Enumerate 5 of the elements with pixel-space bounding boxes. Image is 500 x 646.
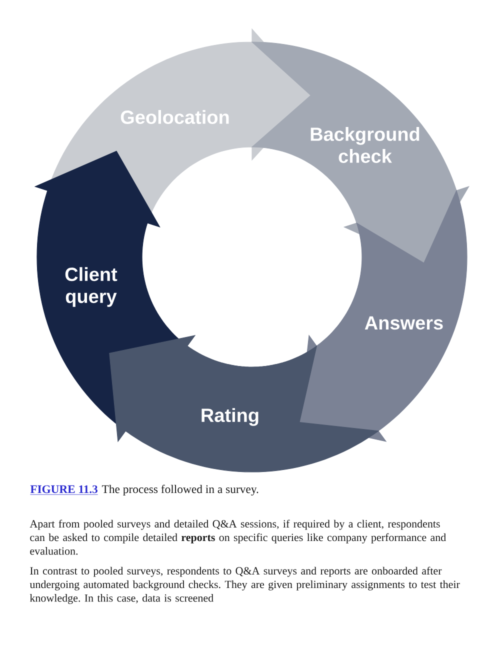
figure-caption: The process followed in a survey. [102, 484, 258, 496]
body-paragraph: In contrast to pooled surveys, respondents to Q&A surveys and reports are onboarded after undergoing automated background checks. They are given preliminary assignments to test their knowledge. In this case, data is screened [30, 566, 460, 604]
ring-segment: Background check [251, 42, 470, 264]
body-paragraph: Apart from pooled surveys and detailed Q&A sessions, if required by a client, respondents can be asked to compile detailed reports on specific queries like company performance and evaluation. [30, 520, 446, 555]
figure-link: FIGURE 11.3 [30, 485, 98, 495]
